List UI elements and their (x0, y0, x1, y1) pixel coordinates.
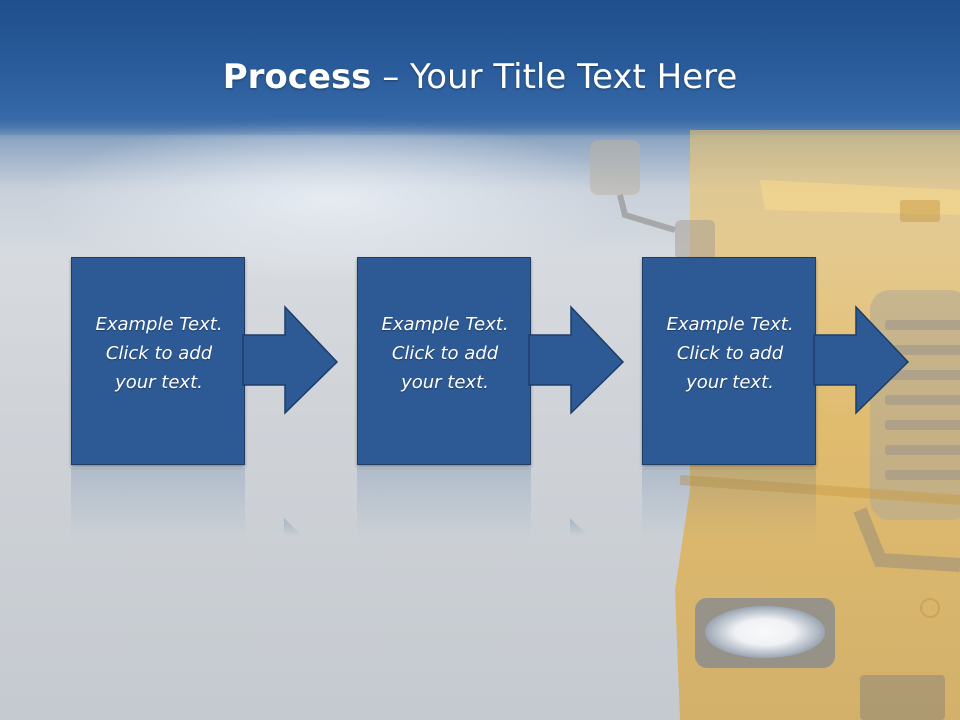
step-text-line: Click to add (391, 343, 499, 364)
step-text[interactable]: Example Text. Click to add your text. (78, 310, 240, 397)
step-text-line: your text. (115, 372, 203, 393)
right-arrow-icon (528, 305, 625, 415)
step-text-line: Example Text. (666, 314, 794, 335)
title-bold: Process (222, 57, 372, 97)
step-text[interactable]: Example Text. Click to add your text. (649, 310, 811, 397)
step-text-line: your text. (401, 372, 489, 393)
title-band (0, 0, 960, 135)
step-box[interactable]: Example Text. Click to add your text. (71, 257, 245, 465)
step-box[interactable]: Example Text. Click to add your text. (642, 257, 816, 465)
arrow-reflection (284, 518, 302, 536)
step-text-line: Click to add (676, 343, 784, 364)
step-text-line: your text. (686, 372, 774, 393)
truck-illustration (590, 130, 960, 720)
step-reflection (357, 468, 531, 538)
step-text[interactable]: Example Text. Click to add your text. (364, 310, 526, 397)
title-rest: – Your Title Text Here (371, 57, 738, 97)
step-box[interactable]: Example Text. Click to add your text. (357, 257, 531, 465)
step-text-line: Click to add (105, 343, 213, 364)
right-arrow-icon (813, 305, 910, 415)
step-reflection (642, 468, 816, 538)
step-text-line: Example Text. (95, 314, 223, 335)
step-text-line: Example Text. (381, 314, 509, 335)
right-arrow-icon (242, 305, 339, 415)
step-reflection (71, 468, 245, 538)
slide-title[interactable]: Process – Your Title Text Here (0, 52, 960, 102)
